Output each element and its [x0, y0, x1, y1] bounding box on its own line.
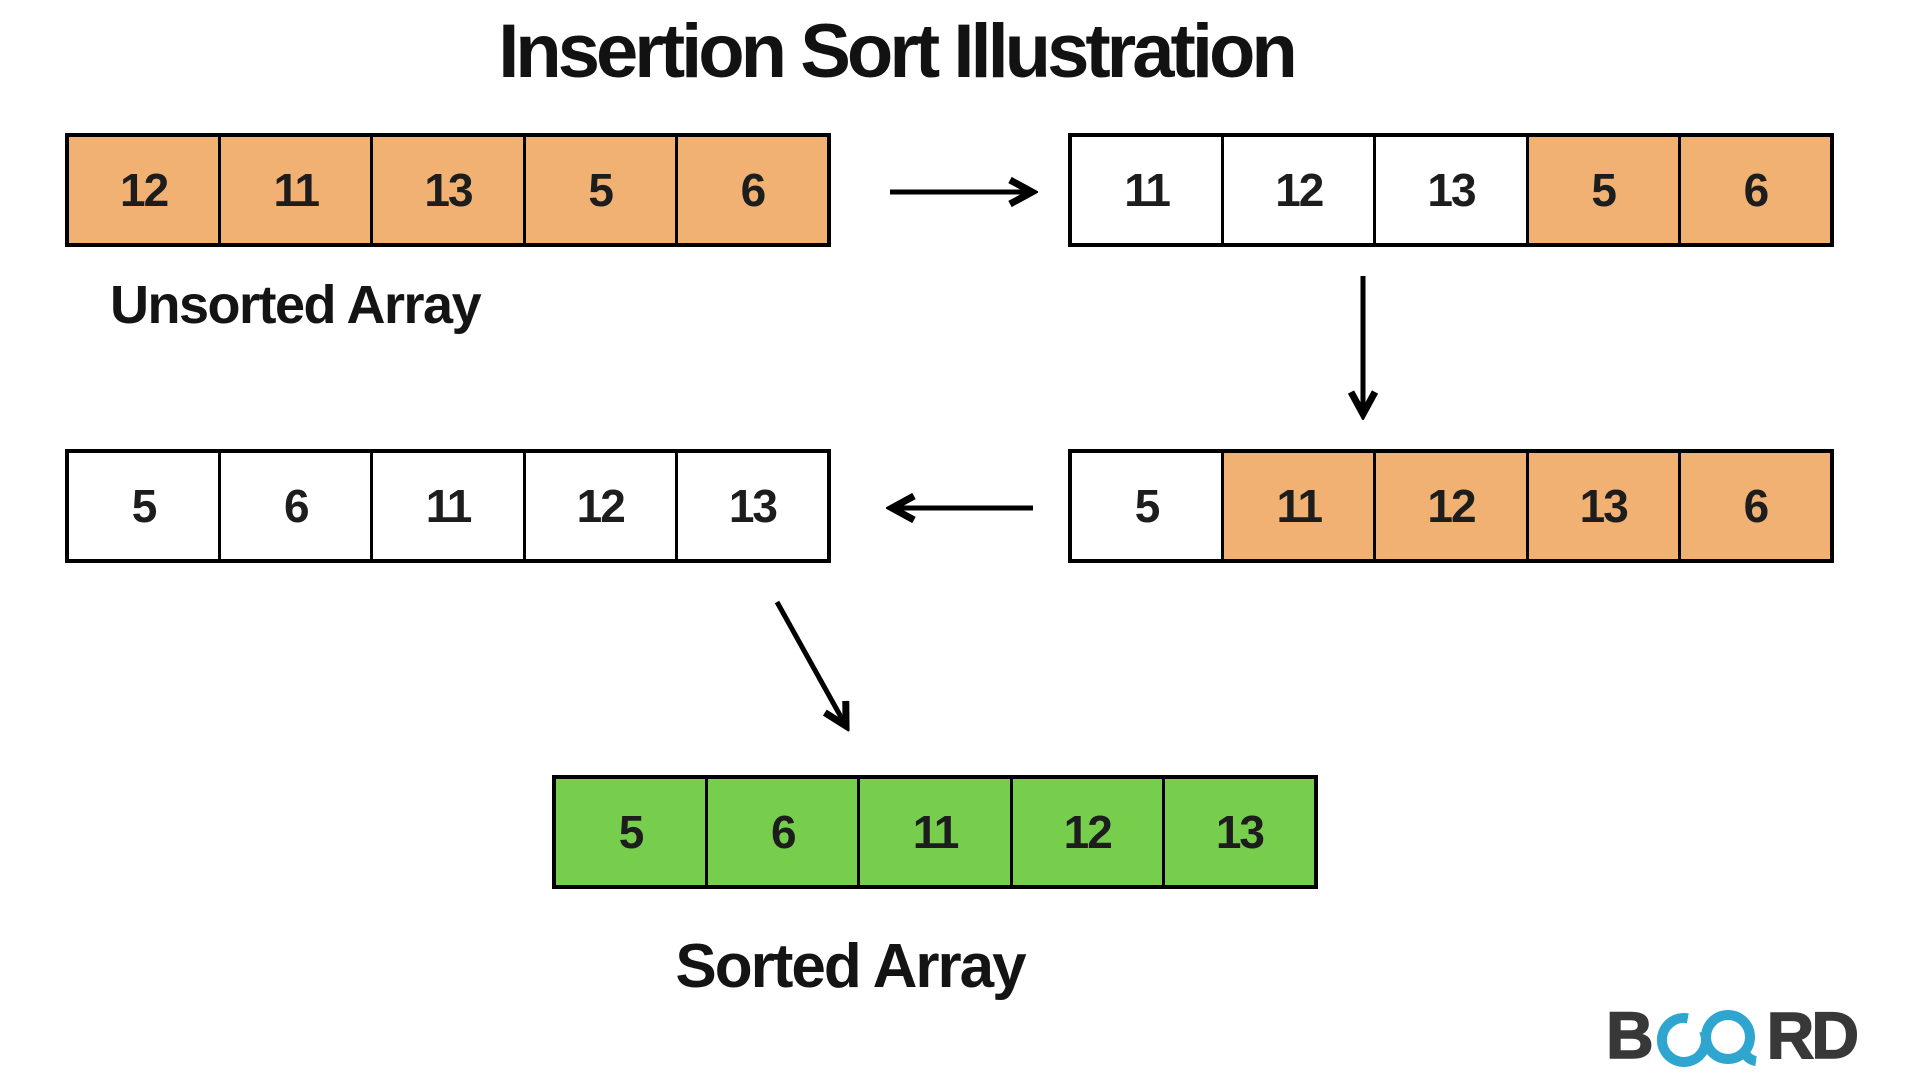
array-cell: 5	[1525, 137, 1678, 243]
sorted-array-label: Sorted Array	[675, 932, 1026, 1001]
array-cell: 13	[1161, 779, 1315, 885]
logo-text-prefix: B	[1605, 998, 1654, 1072]
arrow-diagonal-icon	[774, 600, 846, 726]
array-cell: 12	[522, 453, 675, 559]
array-cell: 12	[1373, 453, 1526, 559]
array-cell: 5	[1072, 453, 1222, 559]
array-cell: 5	[556, 779, 706, 885]
array-cell: 11	[1072, 137, 1222, 243]
page-title: Insertion Sort Illustration	[498, 9, 1298, 94]
step-1-array: 11 12 13 5 6	[1068, 133, 1834, 247]
array-cell: 11	[370, 453, 523, 559]
step-2-array: 5 11 12 13 6	[1068, 449, 1834, 563]
array-cell: 6	[1677, 453, 1831, 559]
step-3-array: 5 6 11 12 13	[65, 449, 831, 563]
array-cell: 13	[674, 453, 828, 559]
infinity-icon	[1656, 1010, 1757, 1067]
array-cell: 6	[705, 779, 858, 885]
array-cell: 13	[1525, 453, 1678, 559]
unsorted-array-label: Unsorted Array	[110, 275, 482, 335]
array-cell: 11	[857, 779, 1010, 885]
sorted-array: 5 6 11 12 13	[552, 775, 1318, 889]
array-cell: 6	[218, 453, 371, 559]
array-cell: 6	[1677, 137, 1831, 243]
array-cell: 11	[218, 137, 371, 243]
array-cell: 12	[1009, 779, 1162, 885]
array-cell: 12	[69, 137, 219, 243]
array-cell: 6	[674, 137, 828, 243]
array-cell: 5	[69, 453, 219, 559]
array-cell: 13	[1373, 137, 1526, 243]
array-cell: 5	[522, 137, 675, 243]
logo-text-suffix: RD	[1766, 998, 1860, 1072]
board-logo: B RD	[1605, 998, 1860, 1072]
array-cell: 13	[370, 137, 523, 243]
unsorted-array: 12 11 13 5 6	[65, 133, 831, 247]
array-cell: 11	[1221, 453, 1374, 559]
array-cell: 12	[1221, 137, 1374, 243]
